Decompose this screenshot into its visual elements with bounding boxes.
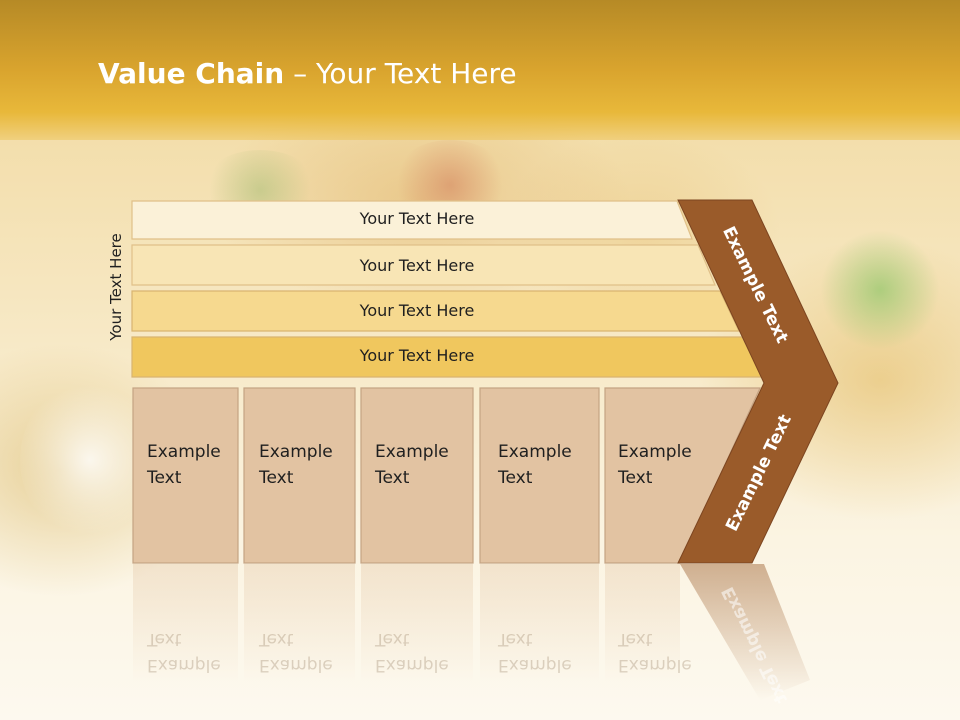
bar-2-label: Your Text Here [359, 256, 475, 275]
bar-3-label: Your Text Here [359, 301, 475, 320]
box-2-label-reflection: Example Text [259, 629, 333, 675]
box-reflection-2 [244, 564, 355, 684]
page-title: Value Chain – Your Text Here [98, 56, 517, 92]
box-5-label: Example Text [618, 442, 692, 488]
title-bold: Value Chain [98, 57, 285, 90]
box-3 [360, 387, 474, 564]
value-chain-arrow [677, 199, 839, 564]
box-reflection-4 [480, 564, 599, 684]
box-4-label-reflection: Example Text [498, 629, 572, 675]
box-reflection-5 [605, 564, 680, 684]
title-banner [0, 0, 960, 140]
box-3-label: Example Text [375, 442, 449, 488]
green-bow-decoration [820, 230, 940, 350]
box-5-label-reflection: Example Text [618, 629, 692, 675]
title-rest: – Your Text Here [284, 57, 517, 90]
bar-1 [131, 200, 693, 240]
box-2 [243, 387, 356, 564]
bar-4-label: Your Text Here [359, 346, 475, 365]
box-reflection-1 [133, 564, 238, 684]
box-1-label: Example Text [147, 442, 221, 488]
box-reflection-3 [361, 564, 473, 684]
box-4-label: Example Text [498, 442, 572, 488]
bar-3 [131, 290, 740, 332]
box-2-label: Example Text [259, 442, 333, 488]
box-1-label-reflection: Example Text [147, 629, 221, 675]
arrow-reflection [680, 564, 810, 700]
bar-2 [131, 244, 716, 286]
box-3-label-reflection: Example Text [375, 629, 449, 675]
box-4 [479, 387, 600, 564]
bar-1-label: Your Text Here [359, 209, 475, 228]
box-1 [132, 387, 239, 564]
